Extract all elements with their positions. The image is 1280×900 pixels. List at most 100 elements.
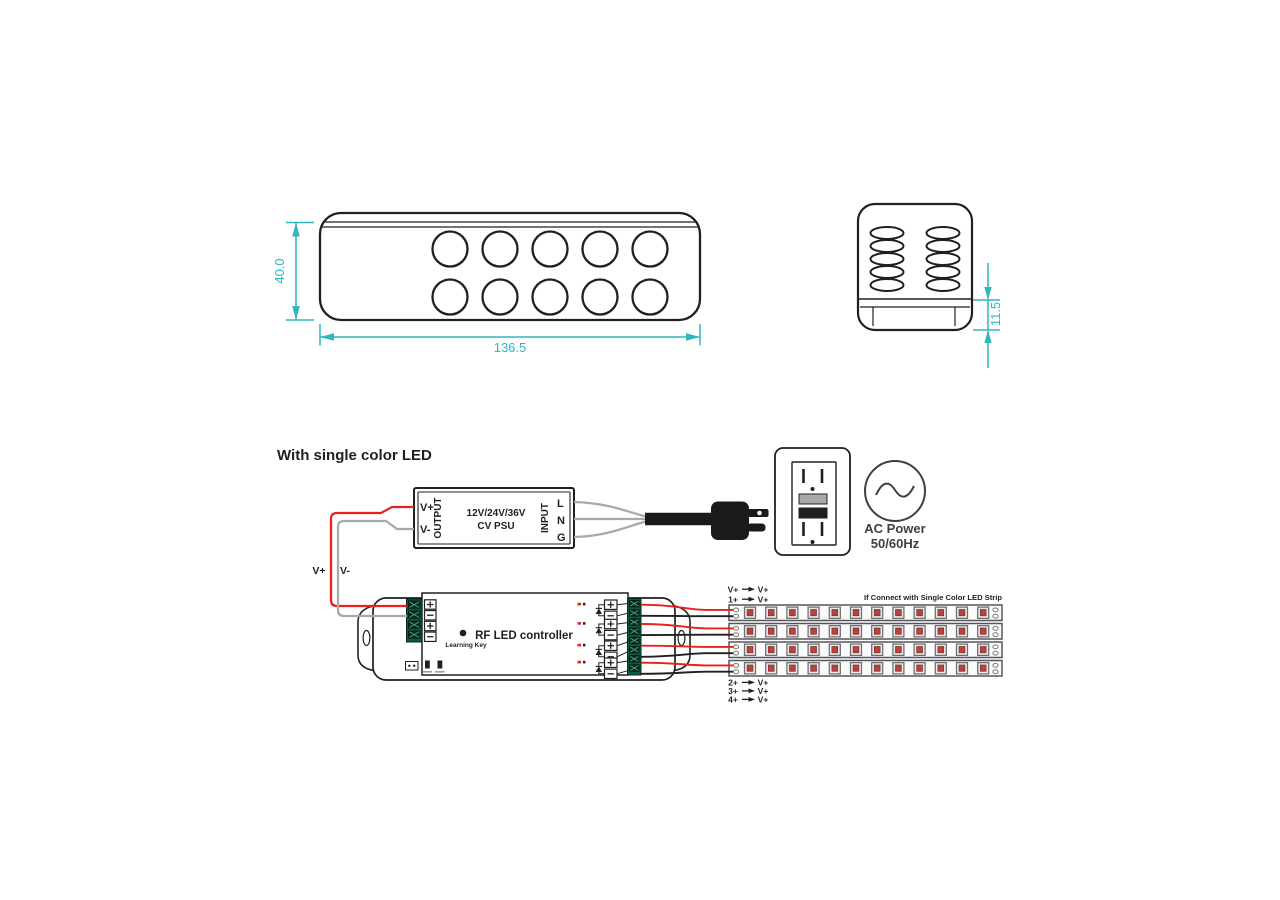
side-button	[869, 239, 905, 253]
led-die	[895, 646, 902, 654]
strip-wire-positive	[640, 623, 733, 630]
led-die	[895, 627, 902, 635]
led-die	[746, 609, 754, 617]
label-from: V+	[728, 584, 739, 594]
aux-pin	[408, 664, 411, 667]
remote-side-buttons	[869, 226, 961, 292]
led-die	[958, 664, 966, 672]
thickness-dimension-label: 11.5	[988, 302, 1003, 326]
channel-micro-label	[577, 622, 582, 625]
arrow-icon	[748, 596, 755, 602]
channel-micro-label	[583, 660, 586, 664]
wire-vminus	[336, 519, 414, 618]
led-die	[746, 664, 754, 672]
remote-button	[431, 230, 469, 268]
led-die	[979, 627, 987, 635]
screw-mark	[630, 655, 639, 662]
width-dimension-label: 136.5	[494, 340, 527, 355]
led-die	[937, 664, 945, 672]
led-die	[852, 627, 860, 635]
remote-front-view: 40.0 136.5	[272, 211, 702, 355]
label-from: 2+	[728, 678, 738, 688]
led-die	[831, 646, 839, 654]
arrow-icon	[748, 697, 755, 702]
solder-pad	[992, 607, 999, 613]
side-button	[925, 252, 961, 266]
solder-pad	[732, 607, 740, 613]
arrow-icon	[748, 680, 755, 685]
solder-pad	[992, 613, 999, 619]
side-button	[869, 278, 905, 292]
aux-pin	[413, 664, 416, 667]
label-to: V+	[758, 695, 769, 705]
controller-title: RF LED controller	[475, 630, 573, 642]
solder-pad	[732, 632, 740, 638]
remote-button	[581, 230, 619, 268]
label-from: 1+	[728, 594, 738, 604]
remote-button	[481, 278, 519, 316]
led-die	[895, 609, 902, 617]
remote-button	[581, 278, 619, 316]
plug-prong	[747, 523, 766, 532]
led-die	[979, 664, 987, 672]
led-die	[831, 664, 839, 672]
side-button	[869, 265, 905, 279]
side-button	[925, 226, 961, 240]
led-die	[873, 609, 881, 617]
screw-mark	[409, 611, 420, 618]
remote-button	[631, 230, 669, 268]
solder-pad	[992, 644, 999, 650]
led-die	[810, 609, 817, 617]
remote-button	[631, 278, 669, 316]
led-die	[916, 664, 923, 672]
output-channels	[577, 599, 630, 680]
led-die	[810, 664, 817, 672]
solder-pad	[732, 613, 740, 619]
led-die	[767, 609, 775, 617]
led-die	[852, 664, 860, 672]
label-row: 1+ V+	[728, 594, 768, 604]
strip-wire-negative	[640, 670, 733, 675]
output-wires	[640, 603, 733, 675]
led-die	[873, 627, 881, 635]
label-from: 3+	[728, 686, 738, 696]
led-die	[746, 627, 754, 635]
strip-labels-top: V+ V+ 1+ V+	[728, 584, 769, 604]
outlet-ground-hole	[810, 487, 815, 491]
diode-icon	[595, 627, 602, 634]
screw-mark	[630, 619, 639, 625]
strip-pads	[732, 607, 999, 675]
label-row: 4+ V+	[728, 695, 768, 705]
dc-wires	[329, 505, 414, 618]
led-die	[958, 646, 966, 654]
learning-key-button	[459, 629, 467, 637]
psu-g-label: G	[557, 532, 566, 544]
micro-label	[435, 671, 445, 673]
screw-mark	[630, 628, 639, 635]
dimension-thickness	[973, 263, 1000, 368]
strip-wire-positive	[640, 603, 733, 611]
remote-button	[531, 278, 569, 316]
wire-line	[573, 500, 649, 519]
solder-pad	[732, 626, 740, 631]
remote-buttons	[431, 230, 669, 316]
led-die	[852, 646, 860, 654]
led-die	[789, 627, 796, 635]
wire-vminus-label: V-	[340, 565, 350, 577]
wire-vplus-label: V+	[312, 565, 325, 577]
led-die	[937, 627, 945, 635]
side-button	[925, 278, 961, 292]
psu-vplus-label: V+	[420, 502, 434, 514]
solder-pad	[732, 663, 740, 668]
label-to: V+	[758, 594, 769, 604]
led-die	[895, 664, 902, 672]
screw-mark	[630, 610, 639, 616]
label-from: 4+	[728, 695, 738, 705]
micro-label	[422, 671, 432, 673]
strip-note: If Connect with Single Color LED Strip	[864, 593, 1002, 602]
diode-icon	[595, 649, 602, 655]
side-button	[869, 252, 905, 266]
arrow-icon	[748, 586, 755, 592]
led-die	[831, 609, 839, 617]
dimension-height	[286, 221, 314, 321]
